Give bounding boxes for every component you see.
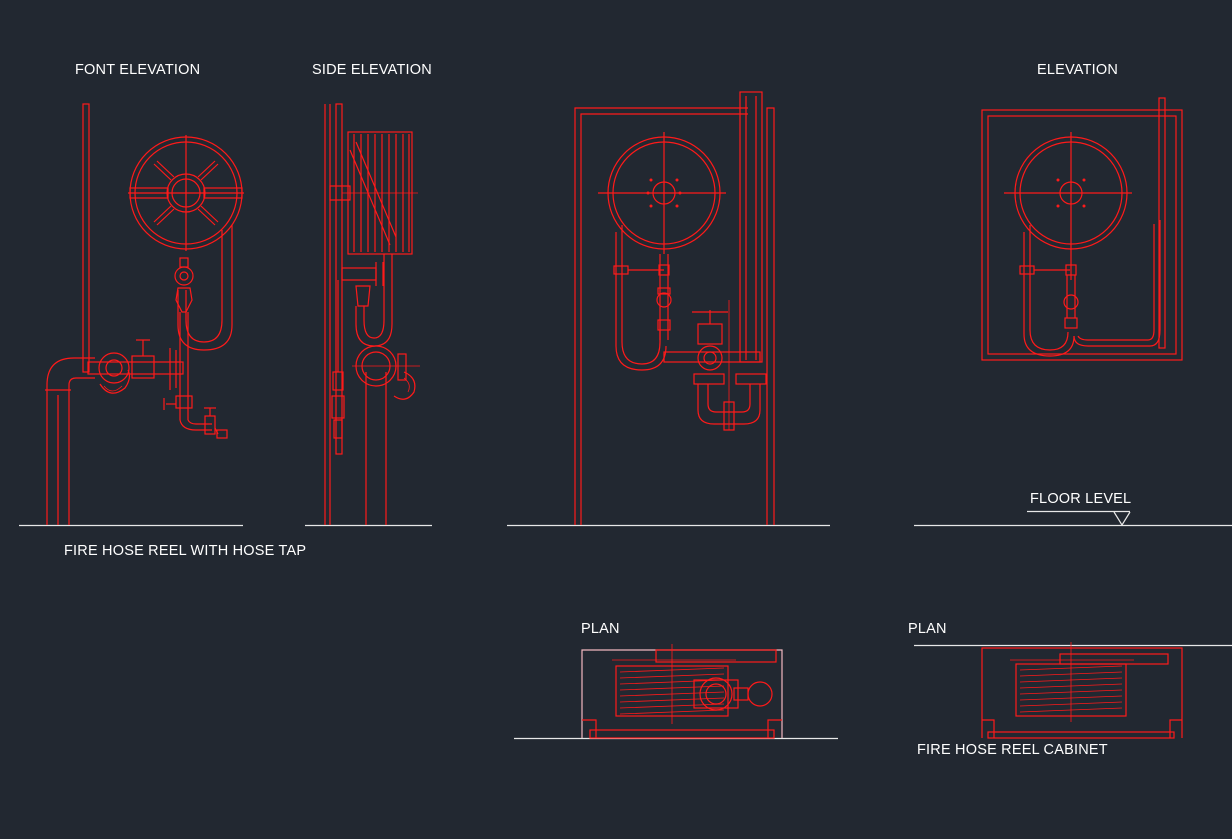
front-elevation-drawing bbox=[45, 103, 244, 525]
side-elevation-drawing bbox=[324, 103, 420, 525]
floor-level-label: FLOOR LEVEL bbox=[1030, 491, 1132, 507]
fire-hose-reel-with-hose-tap-caption: FIRE HOSE REEL WITH HOSE TAP bbox=[64, 543, 307, 559]
cabinet-elevation-drawing bbox=[981, 97, 1183, 361]
plan-right-title: PLAN bbox=[908, 621, 947, 637]
side-elevation-title: SIDE ELEVATION bbox=[312, 62, 432, 78]
plan-left-title: PLAN bbox=[581, 621, 620, 637]
fire-hose-reel-cabinet-caption: FIRE HOSE REEL CABINET bbox=[917, 742, 1108, 758]
plan-right-drawing bbox=[981, 642, 1183, 739]
font-elevation-title: FONT ELEVATION bbox=[75, 62, 201, 78]
elevation-title: ELEVATION bbox=[1037, 62, 1119, 78]
floor-lines bbox=[19, 510, 1232, 740]
plan-left-drawing bbox=[581, 644, 783, 739]
centre-elevation-drawing bbox=[574, 91, 775, 525]
